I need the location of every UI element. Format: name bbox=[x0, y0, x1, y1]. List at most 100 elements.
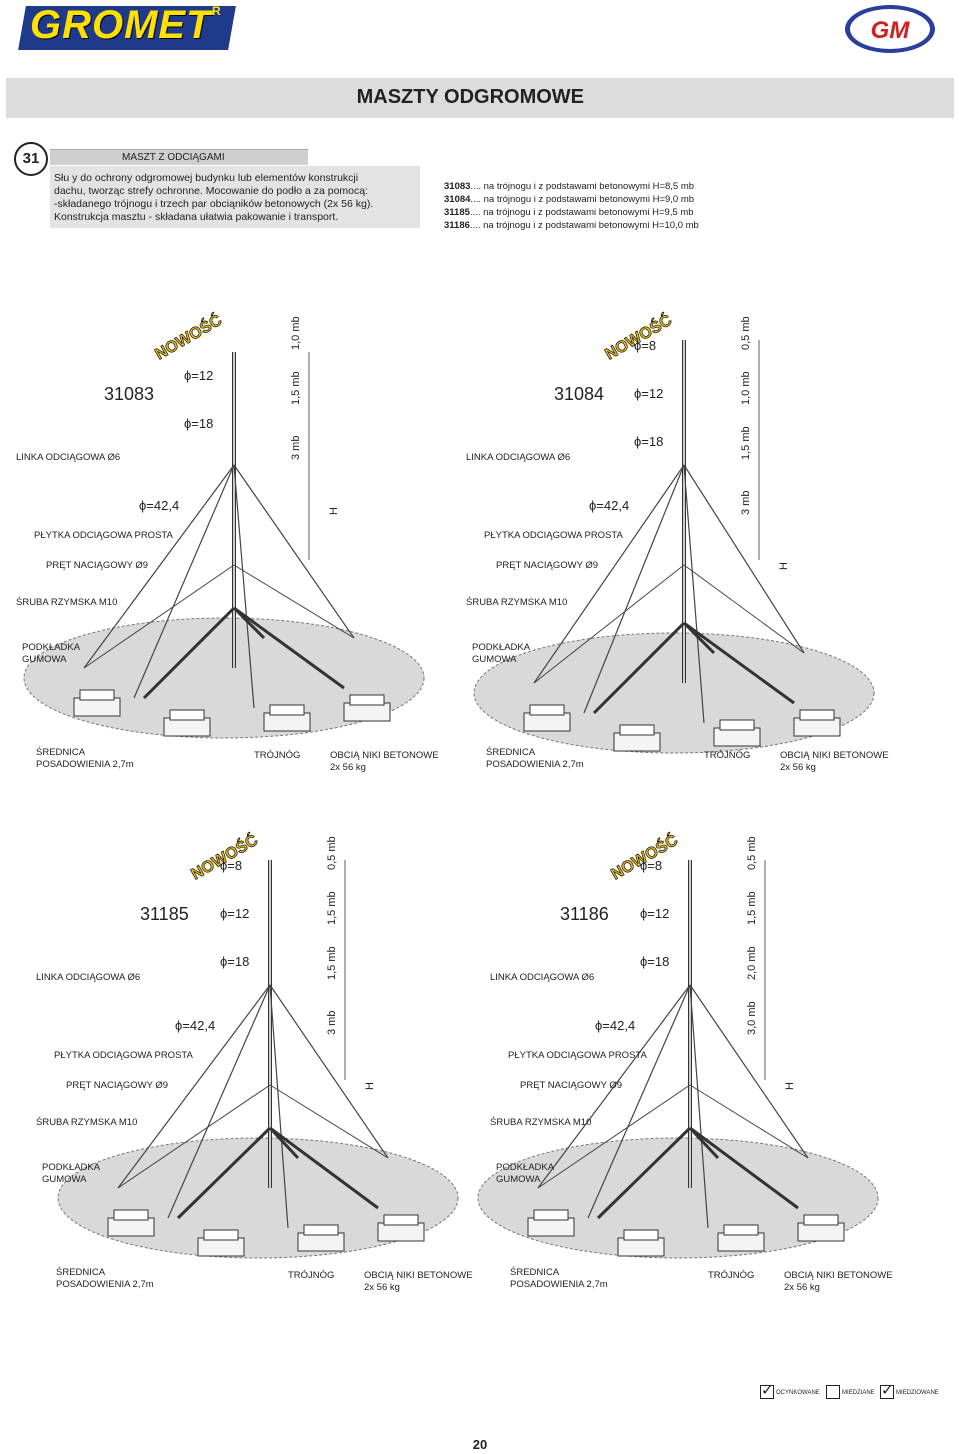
diameter-label: ϕ=42,4 bbox=[589, 498, 629, 513]
label-podkladka: GUMOWA bbox=[42, 1174, 87, 1185]
label-obciazniki: OBCIĄ NIKI BETONOWE bbox=[330, 750, 439, 761]
label-pret: PRĘT NACIĄGOWY Ø9 bbox=[520, 1080, 622, 1091]
concrete-weight bbox=[617, 1237, 665, 1257]
label-podkladka: PODKŁADKA bbox=[472, 642, 531, 653]
concrete-weight bbox=[377, 1222, 425, 1242]
variant-code: 31083 bbox=[444, 181, 471, 192]
label-srednica: ŚREDNICA bbox=[56, 1266, 106, 1278]
guy-wire bbox=[233, 464, 355, 639]
concrete-weight bbox=[107, 1217, 155, 1237]
label-sruba: ŚRUBA RZYMSKA M10 bbox=[16, 596, 117, 608]
tripod-leg bbox=[682, 621, 716, 655]
concrete-weight-top bbox=[383, 1214, 419, 1226]
guy-wire bbox=[683, 464, 805, 654]
label-obciazniki: OBCIĄ NIKI BETONOWE bbox=[780, 750, 889, 761]
dimension-label: 1,5 mb bbox=[740, 426, 752, 460]
dimension-label: 1,5 mb bbox=[326, 946, 338, 980]
tripod-leg bbox=[142, 606, 236, 700]
variant-text: .... na trójnogu i z podstawami betonowy… bbox=[469, 220, 699, 231]
concrete-weight-top bbox=[803, 1214, 839, 1226]
new-badge: NOWOŚĆ bbox=[608, 830, 682, 884]
description-line: Słu y do ochrony odgromowej budynku lub … bbox=[54, 172, 359, 184]
registered-mark: R bbox=[212, 4, 221, 18]
new-badge: NOWOŚĆ bbox=[602, 310, 676, 364]
guy-wire bbox=[269, 984, 389, 1159]
page-title: MASZTY ODGROMOWE bbox=[356, 86, 584, 108]
dimension-label: H bbox=[364, 1082, 376, 1090]
variant-text: .... na trójnogu i z podstawami betonowy… bbox=[470, 194, 695, 205]
guy-wire bbox=[689, 984, 809, 1159]
diameter-label: ϕ=42,4 bbox=[595, 1018, 635, 1033]
mast-diagrams: NOWOŚĆ 31083 ϕ=12 ϕ=18 ϕ=42,4 1,0 mb 1,5 mb 3 m… bbox=[16, 310, 893, 1293]
tripod-leg bbox=[268, 1126, 300, 1160]
concrete-weight-top bbox=[303, 1224, 339, 1236]
guy-wire bbox=[533, 564, 685, 684]
description-line: -składanego trójnogu i trzech par obciąn… bbox=[54, 198, 374, 210]
label-srednica: POSADOWIENIA 2,7m bbox=[486, 759, 584, 770]
concrete-weight bbox=[527, 1217, 575, 1237]
tripod-leg bbox=[596, 1126, 692, 1220]
concrete-weight-top bbox=[349, 694, 385, 706]
guy-wire bbox=[683, 464, 705, 724]
dimension-label: 1,0 mb bbox=[290, 316, 302, 350]
label-linka: LINKA ODCIĄGOWA Ø6 bbox=[466, 452, 570, 463]
dimension-label: 2,0 mb bbox=[746, 946, 758, 980]
dimension-label: 3 mb bbox=[326, 1011, 338, 1035]
label-plytka: PŁYTKA ODCIĄGOWA PROSTA bbox=[34, 530, 173, 541]
dimension-label: 3 mb bbox=[740, 491, 752, 515]
page-header: GROMET R GM bbox=[0, 0, 960, 66]
concrete-weight-top bbox=[719, 719, 755, 731]
section-heading-bar: MASZT Z ODCIĄGAMI bbox=[50, 149, 308, 165]
label-plytka: PŁYTKA ODCIĄGOWA PROSTA bbox=[508, 1050, 647, 1061]
variant-list: 31083 .... na trójnogu i z podstawami bet… bbox=[444, 180, 699, 232]
dimension-label: H bbox=[778, 562, 790, 570]
dimension-label: 3,0 mb bbox=[746, 1001, 758, 1035]
variant-item: 31185.... na trójnogu i z podstawami bet… bbox=[444, 206, 699, 219]
label-sruba: ŚRUBA RZYMSKA M10 bbox=[466, 596, 567, 608]
tripod-leg bbox=[233, 606, 345, 690]
diameter-label: ϕ=12 bbox=[184, 368, 213, 383]
tripod-leg bbox=[688, 1126, 720, 1160]
label-plytka: PŁYTKA ODCIĄGOWA PROSTA bbox=[484, 530, 623, 541]
diameter-label: ϕ=8 bbox=[220, 858, 242, 873]
variant-item: 31186.... na trójnogu i z podstawami bet… bbox=[444, 219, 699, 232]
guy-wire bbox=[233, 564, 355, 639]
dimension-label: 0,5 mb bbox=[746, 836, 758, 870]
diameter-label: ϕ=8 bbox=[640, 858, 662, 873]
product-code: 31186 bbox=[560, 904, 609, 924]
tripod-leg bbox=[592, 621, 686, 715]
concrete-weight bbox=[73, 697, 121, 717]
label-obciazniki: 2x 56 kg bbox=[364, 1282, 400, 1293]
dimension-label: H bbox=[784, 1082, 796, 1090]
concrete-weight-top bbox=[269, 704, 305, 716]
guy-wire bbox=[233, 464, 255, 709]
page-number: 20 bbox=[472, 1437, 488, 1452]
label-trojnog: TRÓJNÓG bbox=[288, 1270, 334, 1281]
guy-wire bbox=[537, 1084, 691, 1189]
guy-wire bbox=[537, 984, 691, 1189]
concrete-weight bbox=[523, 712, 571, 732]
concrete-weight bbox=[797, 1222, 845, 1242]
diameter-label: ϕ=18 bbox=[634, 434, 663, 449]
guy-wire bbox=[533, 464, 685, 684]
label-podkladka: GUMOWA bbox=[22, 654, 67, 665]
product-code: 31083 bbox=[104, 384, 154, 404]
dimension-label: 0,5 mb bbox=[740, 316, 752, 350]
label-podkladka: PODKŁADKA bbox=[42, 1162, 101, 1173]
description-line: Konstrukcja masztu - składana ułatwia pa… bbox=[54, 211, 339, 223]
concrete-weight-top bbox=[533, 1209, 569, 1221]
label-obciazniki: 2x 56 kg bbox=[784, 1282, 820, 1293]
label-sruba: ŚRUBA RZYMSKA M10 bbox=[490, 1116, 591, 1128]
tripod-leg bbox=[269, 1126, 379, 1210]
concrete-weight bbox=[613, 732, 661, 752]
label-srednica: ŚREDNICA bbox=[36, 746, 86, 758]
concrete-weight-top bbox=[623, 1229, 659, 1241]
concrete-weight-top bbox=[799, 709, 835, 721]
concrete-weight bbox=[163, 717, 211, 737]
tripod-leg bbox=[683, 621, 795, 705]
variant-code: 31084 bbox=[444, 194, 471, 205]
new-badge: NOWOŚĆ bbox=[152, 310, 226, 364]
